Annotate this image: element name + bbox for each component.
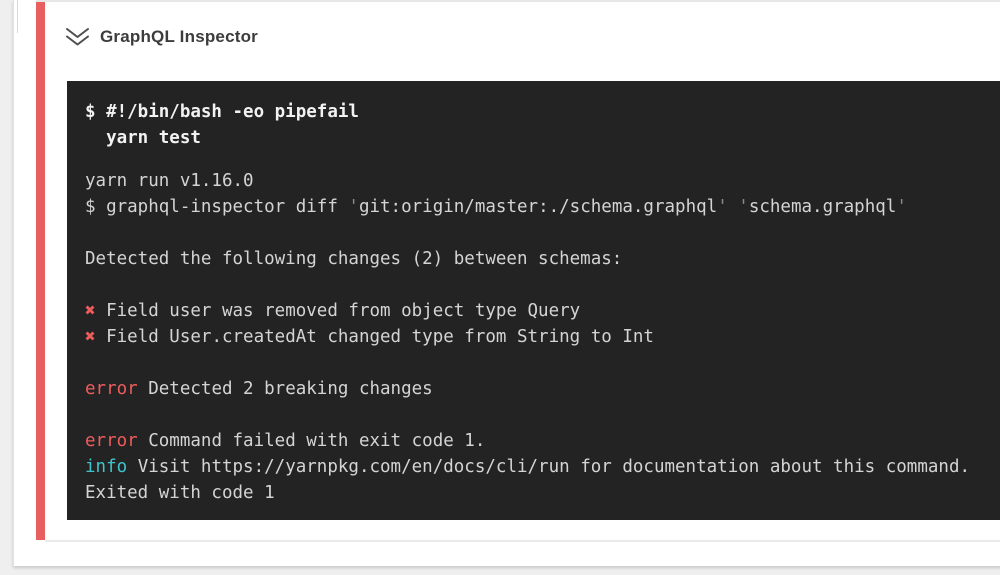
- previous-row-divider: [36, 0, 1000, 2]
- terminal-segment-plain: Exited with code 1: [85, 483, 275, 503]
- terminal-line: info Visit https://yarnpkg.com/en/docs/c…: [85, 454, 1000, 480]
- terminal-segment-dim: ': [738, 197, 749, 217]
- terminal-line: $ graphql-inspector diff 'git:origin/mas…: [85, 194, 1000, 220]
- terminal-segment-info: info: [85, 457, 128, 477]
- terminal-segment-bold: $ #!/bin/bash -eo pipefail: [85, 102, 359, 122]
- terminal-line: error Detected 2 breaking changes: [85, 376, 1000, 402]
- terminal-line: Detected the following changes (2) betwe…: [85, 246, 1000, 272]
- terminal-segment-plain: yarn run v1.16.0: [85, 171, 254, 191]
- terminal-segment-plain: Command failed with exit code 1.: [137, 431, 486, 451]
- terminal-line: [85, 272, 1000, 298]
- terminal-segment-plain: [728, 197, 739, 217]
- job-bottom-divider: [45, 540, 1000, 542]
- job-header[interactable]: GraphQL Inspector: [64, 24, 258, 50]
- job-accent-stripe: [36, 2, 45, 540]
- terminal-output: $ #!/bin/bash -eo pipefail yarn test yarn…: [67, 81, 1000, 520]
- terminal-segment-plain: Detected 2 breaking changes: [137, 379, 433, 399]
- terminal-segment-bold: yarn test: [85, 128, 201, 148]
- terminal-segment-dim: ': [896, 197, 907, 217]
- terminal-segment-plain: schema.graphql: [748, 197, 897, 217]
- terminal-body: $ #!/bin/bash -eo pipefail yarn test yarn…: [85, 99, 1000, 506]
- terminal-line: $ #!/bin/bash -eo pipefail: [85, 99, 1000, 125]
- terminal-segment-dim: ': [348, 197, 359, 217]
- terminal-line: ✖ Field User.createdAt changed type from…: [85, 324, 1000, 350]
- terminal-line: Exited with code 1: [85, 480, 1000, 506]
- double-chevron-down-icon[interactable]: [64, 26, 91, 48]
- terminal-segment-plain: git:origin/master:./schema.graphql: [358, 197, 718, 217]
- terminal-segment-plain: Visit https://yarnpkg.com/en/docs/cli/ru…: [127, 457, 971, 477]
- terminal-segment-plain: Field User.createdAt changed type from S…: [95, 327, 654, 347]
- terminal-segment-error: error: [85, 431, 138, 451]
- job-list-sheet: GraphQL Inspector $ #!/bin/bash -eo pipe…: [13, 0, 1000, 566]
- terminal-line: yarn test: [85, 125, 1000, 151]
- terminal-line: error Command failed with exit code 1.: [85, 428, 1000, 454]
- terminal-segment-dim: ': [717, 197, 728, 217]
- terminal-spacer: [85, 151, 1000, 168]
- terminal-line: yarn run v1.16.0: [85, 168, 1000, 194]
- terminal-segment-plain: Field user was removed from object type …: [95, 301, 581, 321]
- terminal-segment-cross: ✖: [85, 301, 96, 321]
- terminal-line: [85, 350, 1000, 376]
- terminal-segment-plain: Detected the following changes (2) betwe…: [85, 249, 623, 269]
- job-title: GraphQL Inspector: [100, 27, 259, 46]
- terminal-line: [85, 220, 1000, 246]
- terminal-line: [85, 402, 1000, 428]
- terminal-segment-error: error: [85, 379, 138, 399]
- terminal-segment-cross: ✖: [85, 327, 96, 347]
- terminal-segment-plain: $ graphql-inspector diff: [85, 197, 349, 217]
- terminal-line: ✖ Field user was removed from object typ…: [85, 298, 1000, 324]
- previous-row-edge: [17, 0, 18, 33]
